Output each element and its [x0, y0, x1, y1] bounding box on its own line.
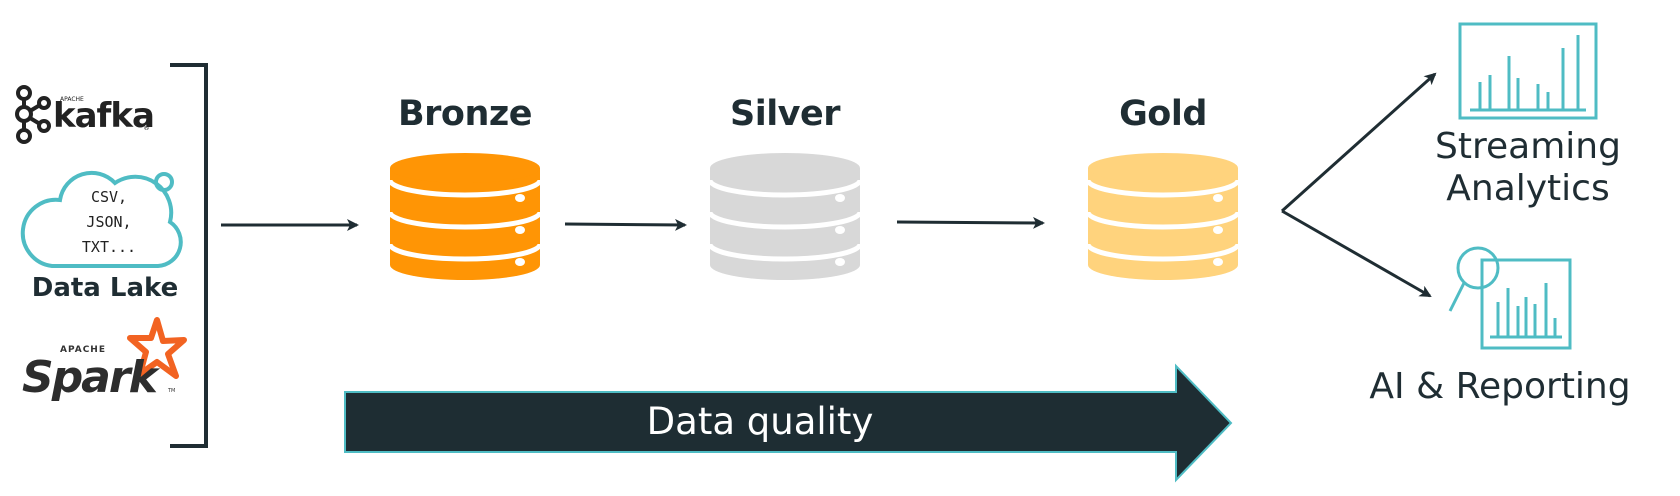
data-quality-arrow [344, 363, 1233, 483]
data-quality-label: Data quality [646, 400, 874, 443]
magnifier-icon [1448, 246, 1572, 350]
format-csv: CSV, [90, 188, 128, 206]
streaming-label-line2: Analytics [1446, 168, 1610, 209]
tier-title-bronze: Bronze [397, 94, 533, 134]
streaming-label-line1: Streaming [1435, 126, 1621, 167]
source-bracket [170, 63, 208, 448]
data-lake-label: Data Lake [31, 273, 179, 303]
arrow-silver-to-gold [896, 216, 1045, 229]
streaming-analytics-label: Streaming Analytics [1408, 126, 1648, 210]
kafka-registered-mark: ® [143, 124, 150, 132]
silver-database-icon [707, 153, 863, 280]
kafka-logo-icon [15, 85, 51, 144]
arrow-bronze-to-silver [564, 218, 687, 231]
format-json: JSON, [86, 213, 132, 231]
format-txt: TXT... [81, 238, 137, 256]
gold-database-icon [1085, 153, 1241, 280]
bar-chart-icon [1458, 22, 1598, 120]
ai-reporting-label: AI & Reporting [1369, 366, 1631, 407]
data-lake-formats: CSV, JSON, TXT... [64, 185, 154, 260]
spark-logo-text: Spark [22, 352, 158, 403]
kafka-logo-text: kafka [53, 96, 155, 136]
arrow-gold-to-streaming [1280, 72, 1437, 213]
tier-title-silver: Silver [729, 94, 841, 134]
arrow-gold-to-reporting [1281, 209, 1432, 298]
tier-title-gold: Gold [1119, 94, 1207, 134]
spark-star-icon [127, 317, 187, 379]
spark-apache-label: APACHE [60, 345, 106, 355]
bronze-database-icon [387, 153, 543, 280]
spark-trademark: TM [168, 388, 176, 394]
kafka-apache-label: APACHE [60, 96, 84, 103]
cloud-icon [20, 170, 183, 268]
